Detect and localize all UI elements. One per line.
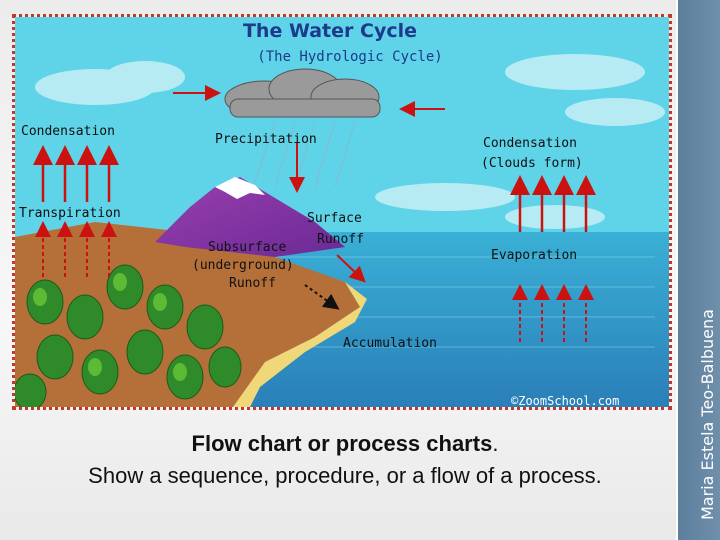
label-surface: Surface: [307, 211, 362, 226]
snow-cap: [215, 177, 265, 199]
background-clouds: [35, 54, 665, 229]
condensation-arrows-right: [510, 175, 596, 232]
diagram-title: The Water Cycle: [243, 20, 417, 42]
rain: [254, 121, 356, 188]
label-runoff: Runoff: [317, 232, 364, 247]
caption: Flow chart or process charts. Show a seq…: [40, 428, 650, 492]
label-condensation-right: Condensation: [483, 136, 577, 151]
author-sidebar: [676, 0, 720, 540]
label-condensation-left: Condensation: [21, 124, 115, 139]
label-subsurface-runoff: Runoff: [229, 276, 276, 291]
evaporation-arrows: [512, 284, 594, 342]
caption-body: Show a sequence, procedure, or a flow of…: [88, 463, 602, 488]
condensation-arrows-left: [33, 145, 119, 202]
caption-period: .: [492, 431, 499, 456]
label-subsurface: Subsurface: [208, 240, 286, 255]
water-cycle-diagram: The Water Cycle (The Hydrologic Cycle) C…: [12, 14, 672, 410]
rain-cloud: [224, 68, 381, 118]
sea: [225, 232, 669, 407]
label-underground: (underground): [192, 258, 294, 273]
mountain: [155, 177, 345, 257]
label-accumulation: Accumulation: [343, 336, 437, 351]
credit-text: ©ZoomSchool.com: [511, 394, 619, 407]
label-precipitation: Precipitation: [215, 132, 317, 147]
label-evaporation: Evaporation: [491, 248, 577, 263]
label-transpiration: Transpiration: [19, 206, 121, 221]
transpiration-arrows: [35, 221, 117, 277]
label-clouds-form: (Clouds form): [481, 156, 583, 171]
surface-runoff-arrow: [336, 254, 366, 283]
caption-heading: Flow chart or process charts: [191, 431, 493, 456]
beach: [233, 282, 367, 407]
author-name: Maria Estela Teo-Balbuena: [698, 309, 717, 520]
caption-heading-line: Flow chart or process charts.: [40, 428, 650, 460]
diagram-subtitle: (The Hydrologic Cycle): [257, 49, 442, 65]
